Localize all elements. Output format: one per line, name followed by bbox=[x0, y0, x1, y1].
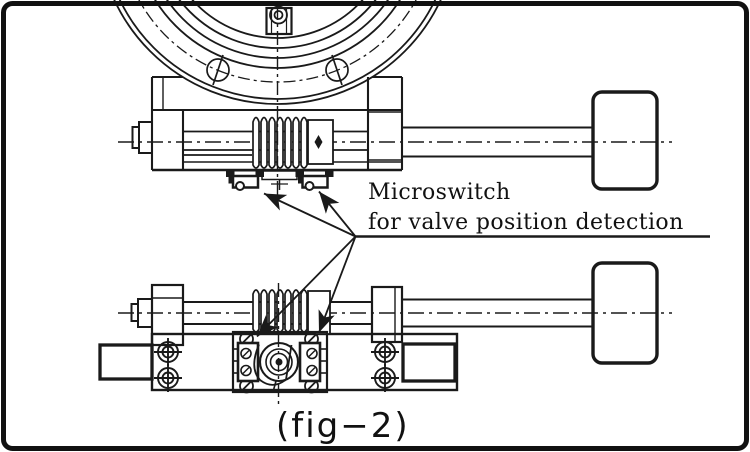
switch-roller-left bbox=[235, 181, 245, 191]
leader-arrow-plan-left bbox=[256, 235, 357, 338]
annotation-line1: Microswitch bbox=[368, 180, 511, 205]
cap-block-left-plan bbox=[150, 283, 185, 347]
clamp-block-right bbox=[401, 342, 457, 383]
microswitch-right-plan bbox=[298, 341, 327, 383]
leader-arrow-plan-right bbox=[318, 236, 357, 333]
clamp-block-left bbox=[98, 343, 154, 381]
flange-bolt-hole-left bbox=[206, 54, 230, 86]
bellows-coupling-plan bbox=[252, 289, 308, 333]
microswitch-right-side bbox=[295, 169, 334, 191]
handwheel-side bbox=[591, 90, 659, 191]
annotation-line2: for valve position detection bbox=[368, 210, 684, 235]
switch-roller-right bbox=[304, 181, 315, 191]
rear-stub-side bbox=[131, 121, 153, 154]
flange-bolt-hole-right bbox=[325, 54, 349, 86]
annotation-leaders bbox=[256, 190, 710, 338]
microswitch-left-plan bbox=[232, 341, 260, 383]
figure-caption: (fig−2) bbox=[276, 406, 410, 446]
microswitch-left-side bbox=[226, 169, 264, 191]
cam-and-lever bbox=[253, 341, 300, 393]
bellows-coupling-side bbox=[252, 116, 308, 169]
switch-mounting-bracket-side bbox=[261, 170, 298, 190]
grease-fitting bbox=[265, 5, 293, 36]
leader-arrow-side-left bbox=[263, 192, 356, 238]
plan-view-assembly bbox=[98, 261, 672, 404]
plate-screws bbox=[154, 338, 399, 392]
handwheel-plan bbox=[591, 261, 659, 365]
stem-coupler-side bbox=[307, 119, 334, 165]
switch-mount-plate bbox=[231, 330, 329, 394]
side-view-assembly bbox=[113, 0, 672, 205]
stem-shaft-side bbox=[402, 126, 593, 158]
rear-stub-plan bbox=[130, 298, 153, 328]
leader-arrow-side-right bbox=[318, 190, 357, 238]
